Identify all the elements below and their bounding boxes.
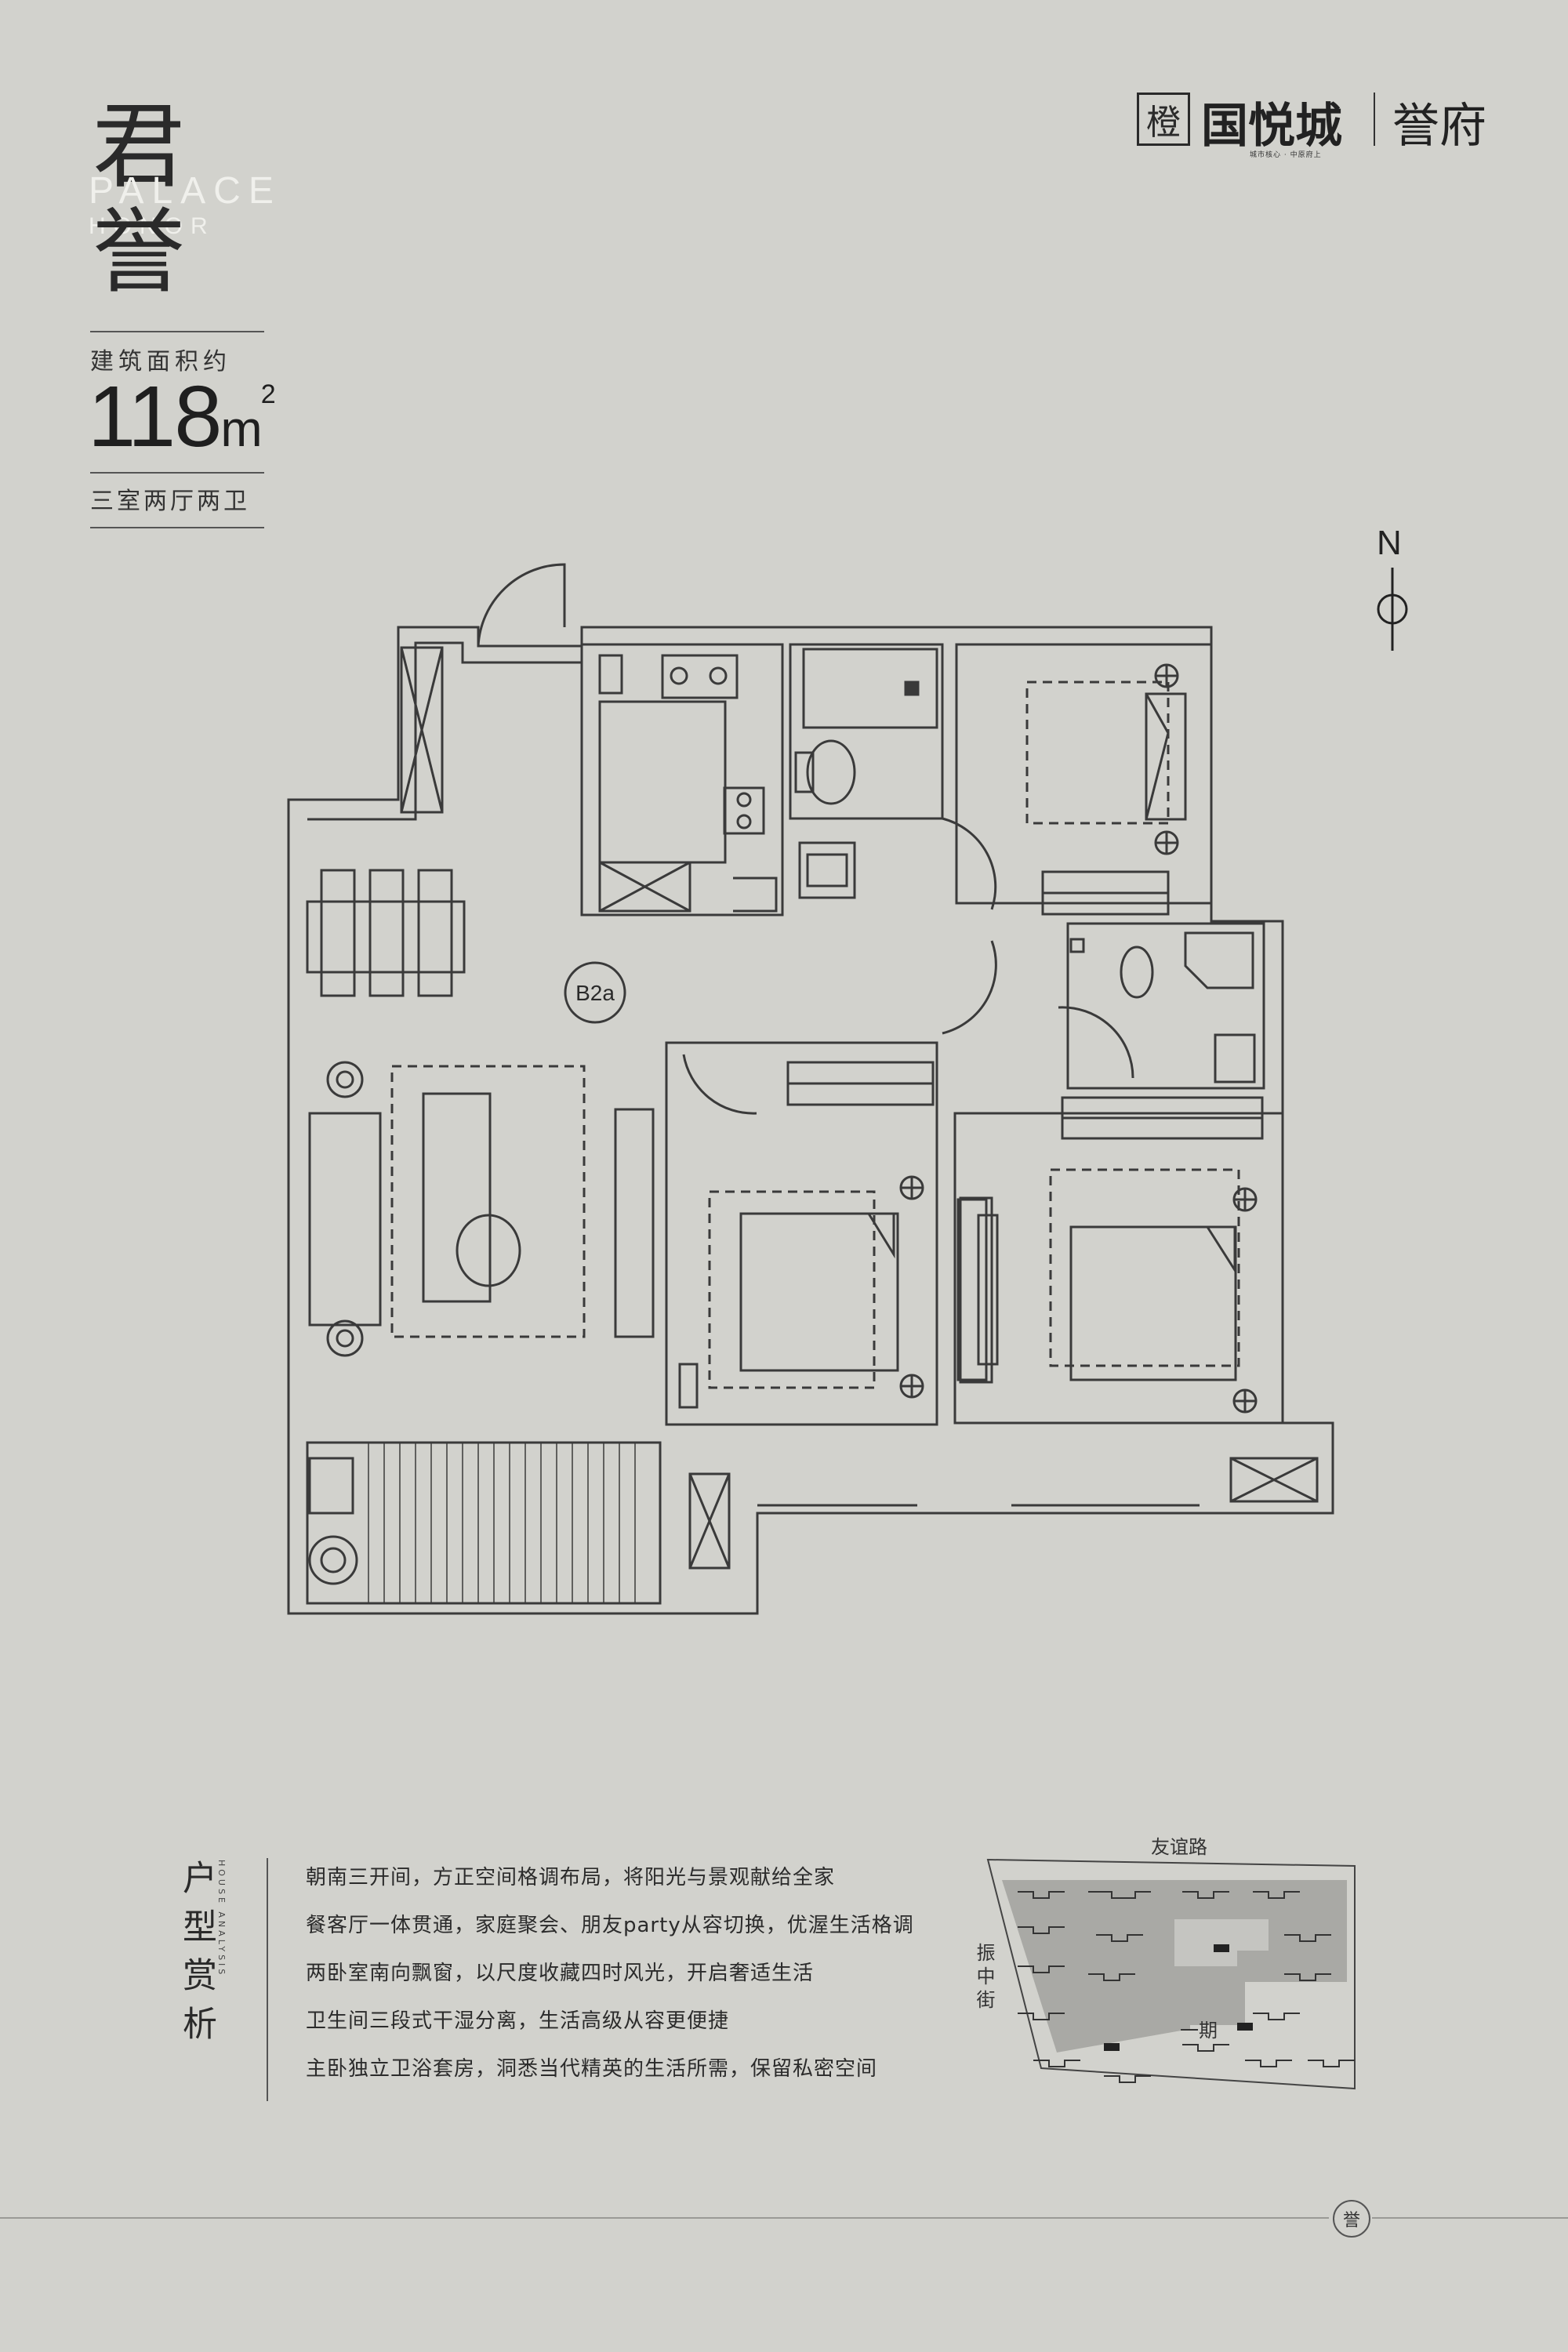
- header-divider-1: [90, 331, 264, 332]
- map-phase-label: 一期: [1180, 2020, 1218, 2042]
- layout-text: 三室两厅两卫: [90, 488, 250, 515]
- footer-line-left: [0, 2217, 1329, 2219]
- site-map: [986, 1858, 1356, 2090]
- brand-logo-icon: 橙: [1137, 93, 1190, 146]
- brand-divider: [1374, 93, 1375, 146]
- feature-line-2: 餐客厅一体贯通，家庭聚会、朋友party从容切换，优渥生活格调: [306, 1914, 914, 1937]
- footer-line-right: [1372, 2217, 1568, 2219]
- features-divider: [267, 1858, 268, 2101]
- area-label: 建筑面积约: [90, 348, 231, 376]
- map-road-top: 友谊路: [1151, 1836, 1207, 1858]
- compass-icon: [1377, 568, 1408, 651]
- unit-code: B2a: [575, 981, 615, 1005]
- brand-sub-name: 誉府: [1392, 99, 1486, 154]
- footer-seal-icon: 誉: [1333, 2200, 1370, 2238]
- title-en-honor: HONOR: [89, 213, 216, 239]
- floor-plan: B2a: [287, 563, 1334, 1615]
- feature-line-1: 朝南三开间，方正空间格调布局，将阳光与景观献给全家: [306, 1866, 836, 1889]
- map-road-left: 振中街: [973, 1943, 995, 2013]
- feature-line-5: 主卧独立卫浴套房，洞悉当代精英的生活所需，保留私密空间: [306, 2057, 878, 2081]
- title-char-1: 君: [93, 93, 186, 201]
- header-divider-3: [90, 527, 264, 528]
- footer-seal-char: 誉: [1342, 2211, 1360, 2230]
- feature-line-4: 卫生间三段式干湿分离，生活高级从容更便捷: [306, 2009, 730, 2033]
- brand-tagline: 城市核心 · 中原府上: [1250, 151, 1322, 159]
- features-title: 户型赏析: [176, 1860, 216, 2054]
- feature-line-3: 两卧室南向飘窗，以尺度收藏四时风光，开启奢适生活: [306, 1962, 815, 1985]
- area-unit-sup: 2: [260, 379, 276, 409]
- title-char-2: 誉: [93, 198, 186, 306]
- area-value: 118m2: [88, 367, 276, 466]
- north-label: N: [1377, 524, 1402, 562]
- title-en-palace: PALACE: [89, 170, 281, 212]
- features-title-en: HOUSE ANALYSIS: [216, 1860, 227, 1978]
- area-unit: m: [220, 401, 262, 457]
- area-number: 118: [88, 368, 222, 465]
- header-divider-2: [90, 472, 264, 474]
- brand-name: 国悦城: [1201, 99, 1342, 154]
